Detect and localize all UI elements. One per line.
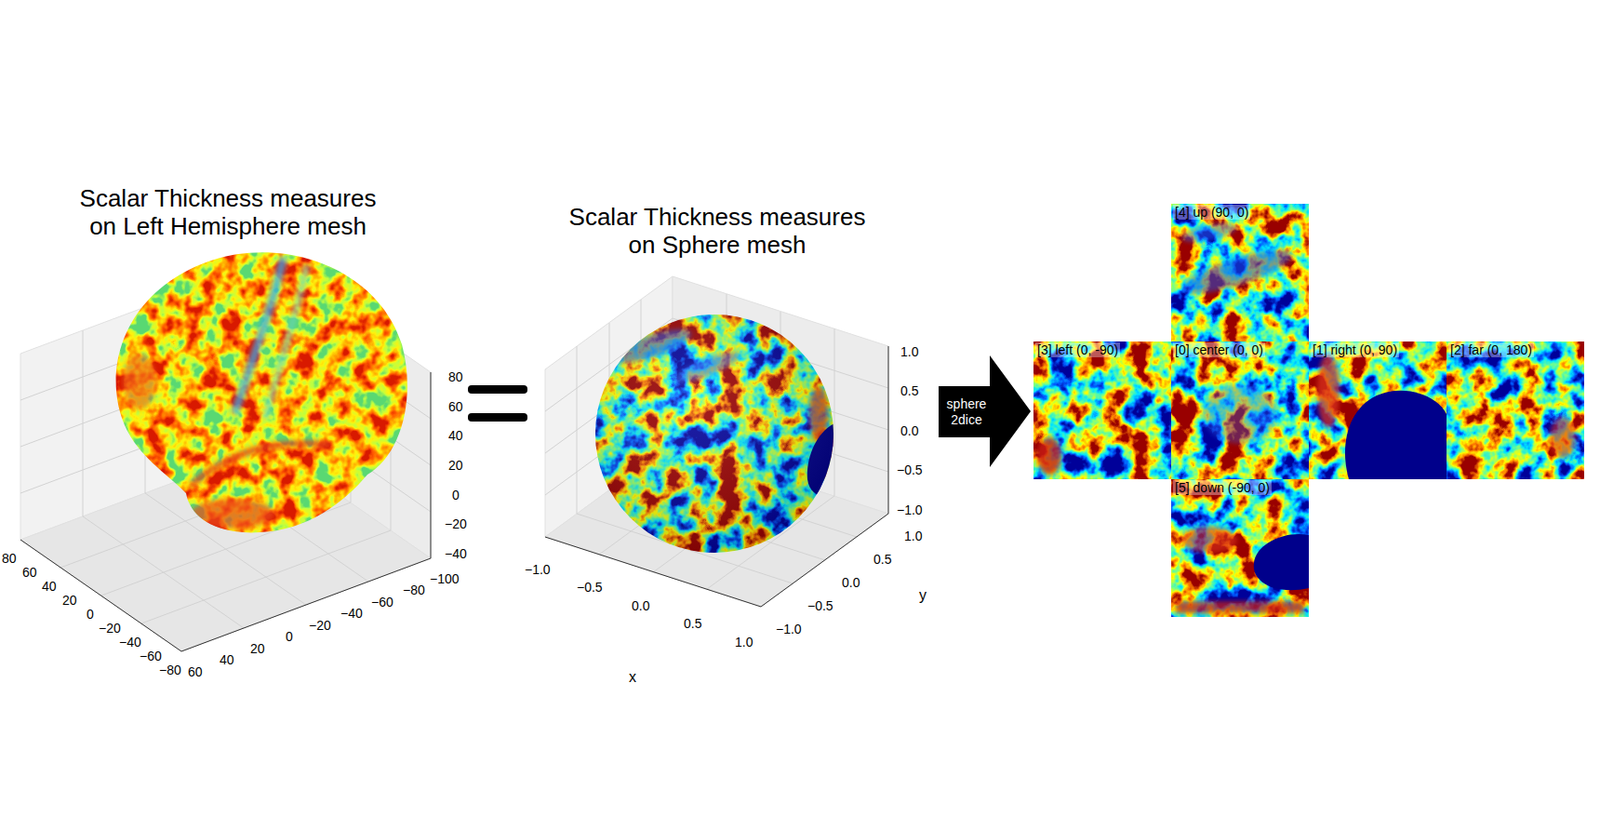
tick-label: 1.0 — [904, 528, 922, 544]
tick-label: −40 — [340, 605, 363, 621]
tick-label: 0.0 — [841, 574, 860, 590]
tick-label: 20 — [62, 592, 78, 608]
face-textures — [1033, 203, 1585, 617]
tick-label: −0.5 — [807, 598, 834, 614]
tick-label: −60 — [371, 594, 394, 610]
tick-label: −80 — [402, 582, 426, 598]
tick-label: −40 — [444, 546, 467, 561]
cube-face: [1] right (0, 90) — [1308, 341, 1447, 480]
tick-label: −20 — [308, 617, 332, 633]
arrow-shape — [938, 355, 1031, 467]
face-label: [4] up (90, 0) — [1173, 204, 1251, 220]
tick-label: 0.5 — [900, 383, 919, 399]
arrow-label: sphere 2dice — [938, 386, 995, 438]
tick-label: −20 — [98, 620, 121, 636]
grid-lines — [545, 293, 889, 589]
tick-label: −60 — [139, 648, 162, 664]
axis-label: y — [919, 586, 927, 604]
tick-label: 0.0 — [631, 598, 650, 614]
tick-label: 0.0 — [900, 423, 919, 439]
face-label: [5] down (-90, 0) — [1173, 480, 1272, 495]
tick-label: 1.0 — [900, 344, 919, 360]
tick-label: −0.5 — [896, 462, 923, 478]
tick-label: 1.0 — [734, 634, 753, 650]
tick-label: −0.5 — [576, 579, 603, 595]
tick-label: 0 — [452, 487, 460, 503]
tick-label: 20 — [250, 640, 266, 656]
tick-label: 60 — [448, 399, 464, 414]
tick-label: 20 — [448, 457, 464, 473]
tick-label: 40 — [41, 578, 57, 594]
tick-label: 60 — [187, 664, 203, 680]
tick-label: −40 — [119, 634, 142, 650]
tick-label: 40 — [219, 652, 235, 667]
tick-label: −1.0 — [896, 502, 923, 518]
tick-label: 40 — [448, 427, 464, 443]
cube-face: [0] center (0, 0) — [1171, 341, 1309, 480]
arrow-shape — [938, 355, 1031, 467]
face-label: [3] left (0, -90) — [1035, 342, 1120, 358]
face-label: [2] far (0, 180) — [1448, 342, 1534, 358]
tick-label: 80 — [448, 369, 464, 385]
cube-face: [4] up (90, 0) — [1171, 203, 1309, 342]
tick-label: 0.5 — [873, 551, 892, 567]
tick-label: 0 — [86, 606, 94, 622]
tick-label: 80 — [1, 550, 17, 566]
equals-sign — [467, 385, 528, 422]
cube-face: [5] down (-90, 0) — [1171, 479, 1309, 617]
tick-label: −1.0 — [775, 621, 802, 637]
brain-mesh — [102, 243, 414, 540]
tick-label: 0 — [285, 628, 294, 644]
tick-label: 60 — [22, 564, 38, 580]
process-arrow: sphere 2dice — [938, 355, 1031, 467]
panel-title: Scalar Thickness measures on Sphere mesh — [554, 203, 880, 260]
tick-label: 0.5 — [683, 615, 702, 631]
tick-label: −1.0 — [524, 561, 551, 577]
face-label: [0] center (0, 0) — [1173, 342, 1266, 358]
tick-label: −100 — [429, 571, 460, 587]
tick-label: −80 — [159, 662, 182, 678]
sphere-mesh — [595, 314, 861, 553]
cube-face: [2] far (0, 180) — [1446, 341, 1585, 480]
tick-label: −20 — [444, 516, 467, 532]
axes-panes — [545, 276, 889, 607]
panel-title: Scalar Thickness measures on Left Hemisp… — [65, 185, 391, 241]
axis-label: x — [628, 668, 637, 686]
cube-face: [3] left (0, -90) — [1033, 341, 1172, 480]
face-label: [1] right (0, 90) — [1310, 342, 1400, 358]
